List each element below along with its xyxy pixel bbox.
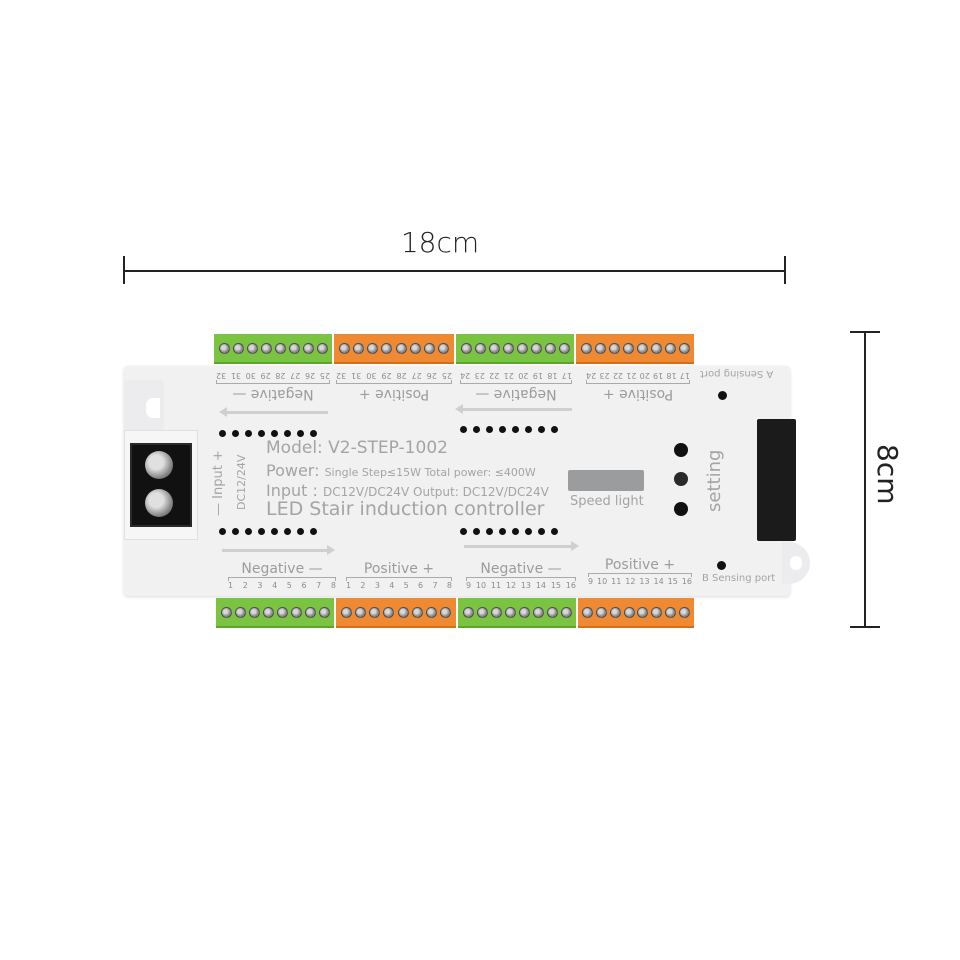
group-bracket [586, 380, 690, 384]
setting-button-up[interactable] [674, 443, 688, 457]
speed-light-label: Speed light [570, 494, 644, 509]
setting-label: setting [704, 449, 725, 512]
led-hole-row [219, 528, 317, 535]
input-power-terminal [130, 443, 192, 527]
group-label: Negative — [241, 561, 323, 577]
terminal-block-top-positive-17-24 [576, 334, 694, 364]
led-hole-row [219, 430, 317, 437]
screw-icon [145, 451, 173, 479]
terminal-block-top-negative-25-32 [214, 334, 332, 364]
width-dimension-tick-right [784, 256, 786, 284]
a-sensing-port-label: A Sensing port [700, 368, 774, 379]
group-label: Negative — [232, 386, 314, 402]
input-output-spec: Input : DC12V/DC24V Output: DC12V/DC24V [266, 481, 549, 500]
group-bracket [466, 577, 576, 581]
b-sensing-port-label: B Sensing port [702, 573, 776, 584]
terminal-block-bottom-negative-1-8 [216, 598, 334, 628]
group-bracket [588, 573, 692, 577]
led-hole-row [460, 426, 558, 433]
a-sensing-port-indicator [718, 391, 727, 400]
arrow-right-icon [464, 541, 579, 551]
group-label: Positive + [363, 561, 435, 577]
group-bracket [228, 577, 336, 581]
group-label: Negative — [480, 561, 562, 577]
arrow-left-icon [219, 407, 328, 417]
group-label: Positive + [604, 557, 676, 573]
terminal-block-top-positive-25-32 [334, 334, 454, 364]
sensor-connector-block [757, 419, 796, 541]
terminal-block-bottom-negative-9-16 [458, 598, 576, 628]
b-sensing-port-indicator [717, 561, 726, 570]
product-name: LED Stair induction controller [266, 498, 545, 520]
width-dimension-line [123, 270, 785, 272]
height-dimension-label: 8cm [871, 444, 904, 505]
height-dimension-tick-top [850, 331, 880, 333]
terminal-block-bottom-positive-9-16 [578, 598, 694, 628]
arrow-right-icon [222, 545, 335, 555]
input-polarity-label: — Input + [211, 450, 226, 516]
left-mounting-hole [146, 398, 160, 418]
power-spec: Power: Single Step≤15W Total power: ≤400… [266, 461, 536, 480]
group-label: Negative — [475, 386, 557, 402]
height-dimension-line [864, 331, 866, 627]
terminal-block-bottom-positive-1-8 [336, 598, 456, 628]
arrow-left-icon [455, 404, 572, 414]
height-dimension-tick-bottom [850, 626, 880, 628]
setting-button-down[interactable] [674, 502, 688, 516]
group-bracket [460, 380, 572, 384]
width-dimension-label: 18cm [400, 226, 480, 259]
led-hole-row [460, 528, 558, 535]
terminal-block-top-negative-17-24 [456, 334, 574, 364]
speed-light-display [568, 470, 644, 491]
group-label: Positive + [602, 386, 674, 402]
input-voltage-label: DC12/24V [235, 454, 248, 510]
group-label: Positive + [358, 386, 430, 402]
group-bracket [336, 380, 452, 384]
screw-icon [145, 489, 173, 517]
group-bracket [216, 380, 330, 384]
width-dimension-tick-left [123, 256, 125, 284]
group-bracket [346, 577, 452, 581]
right-mounting-hole [790, 556, 802, 570]
setting-button-middle[interactable] [674, 472, 688, 486]
model-label: Model: V2-STEP-1002 [266, 438, 448, 458]
